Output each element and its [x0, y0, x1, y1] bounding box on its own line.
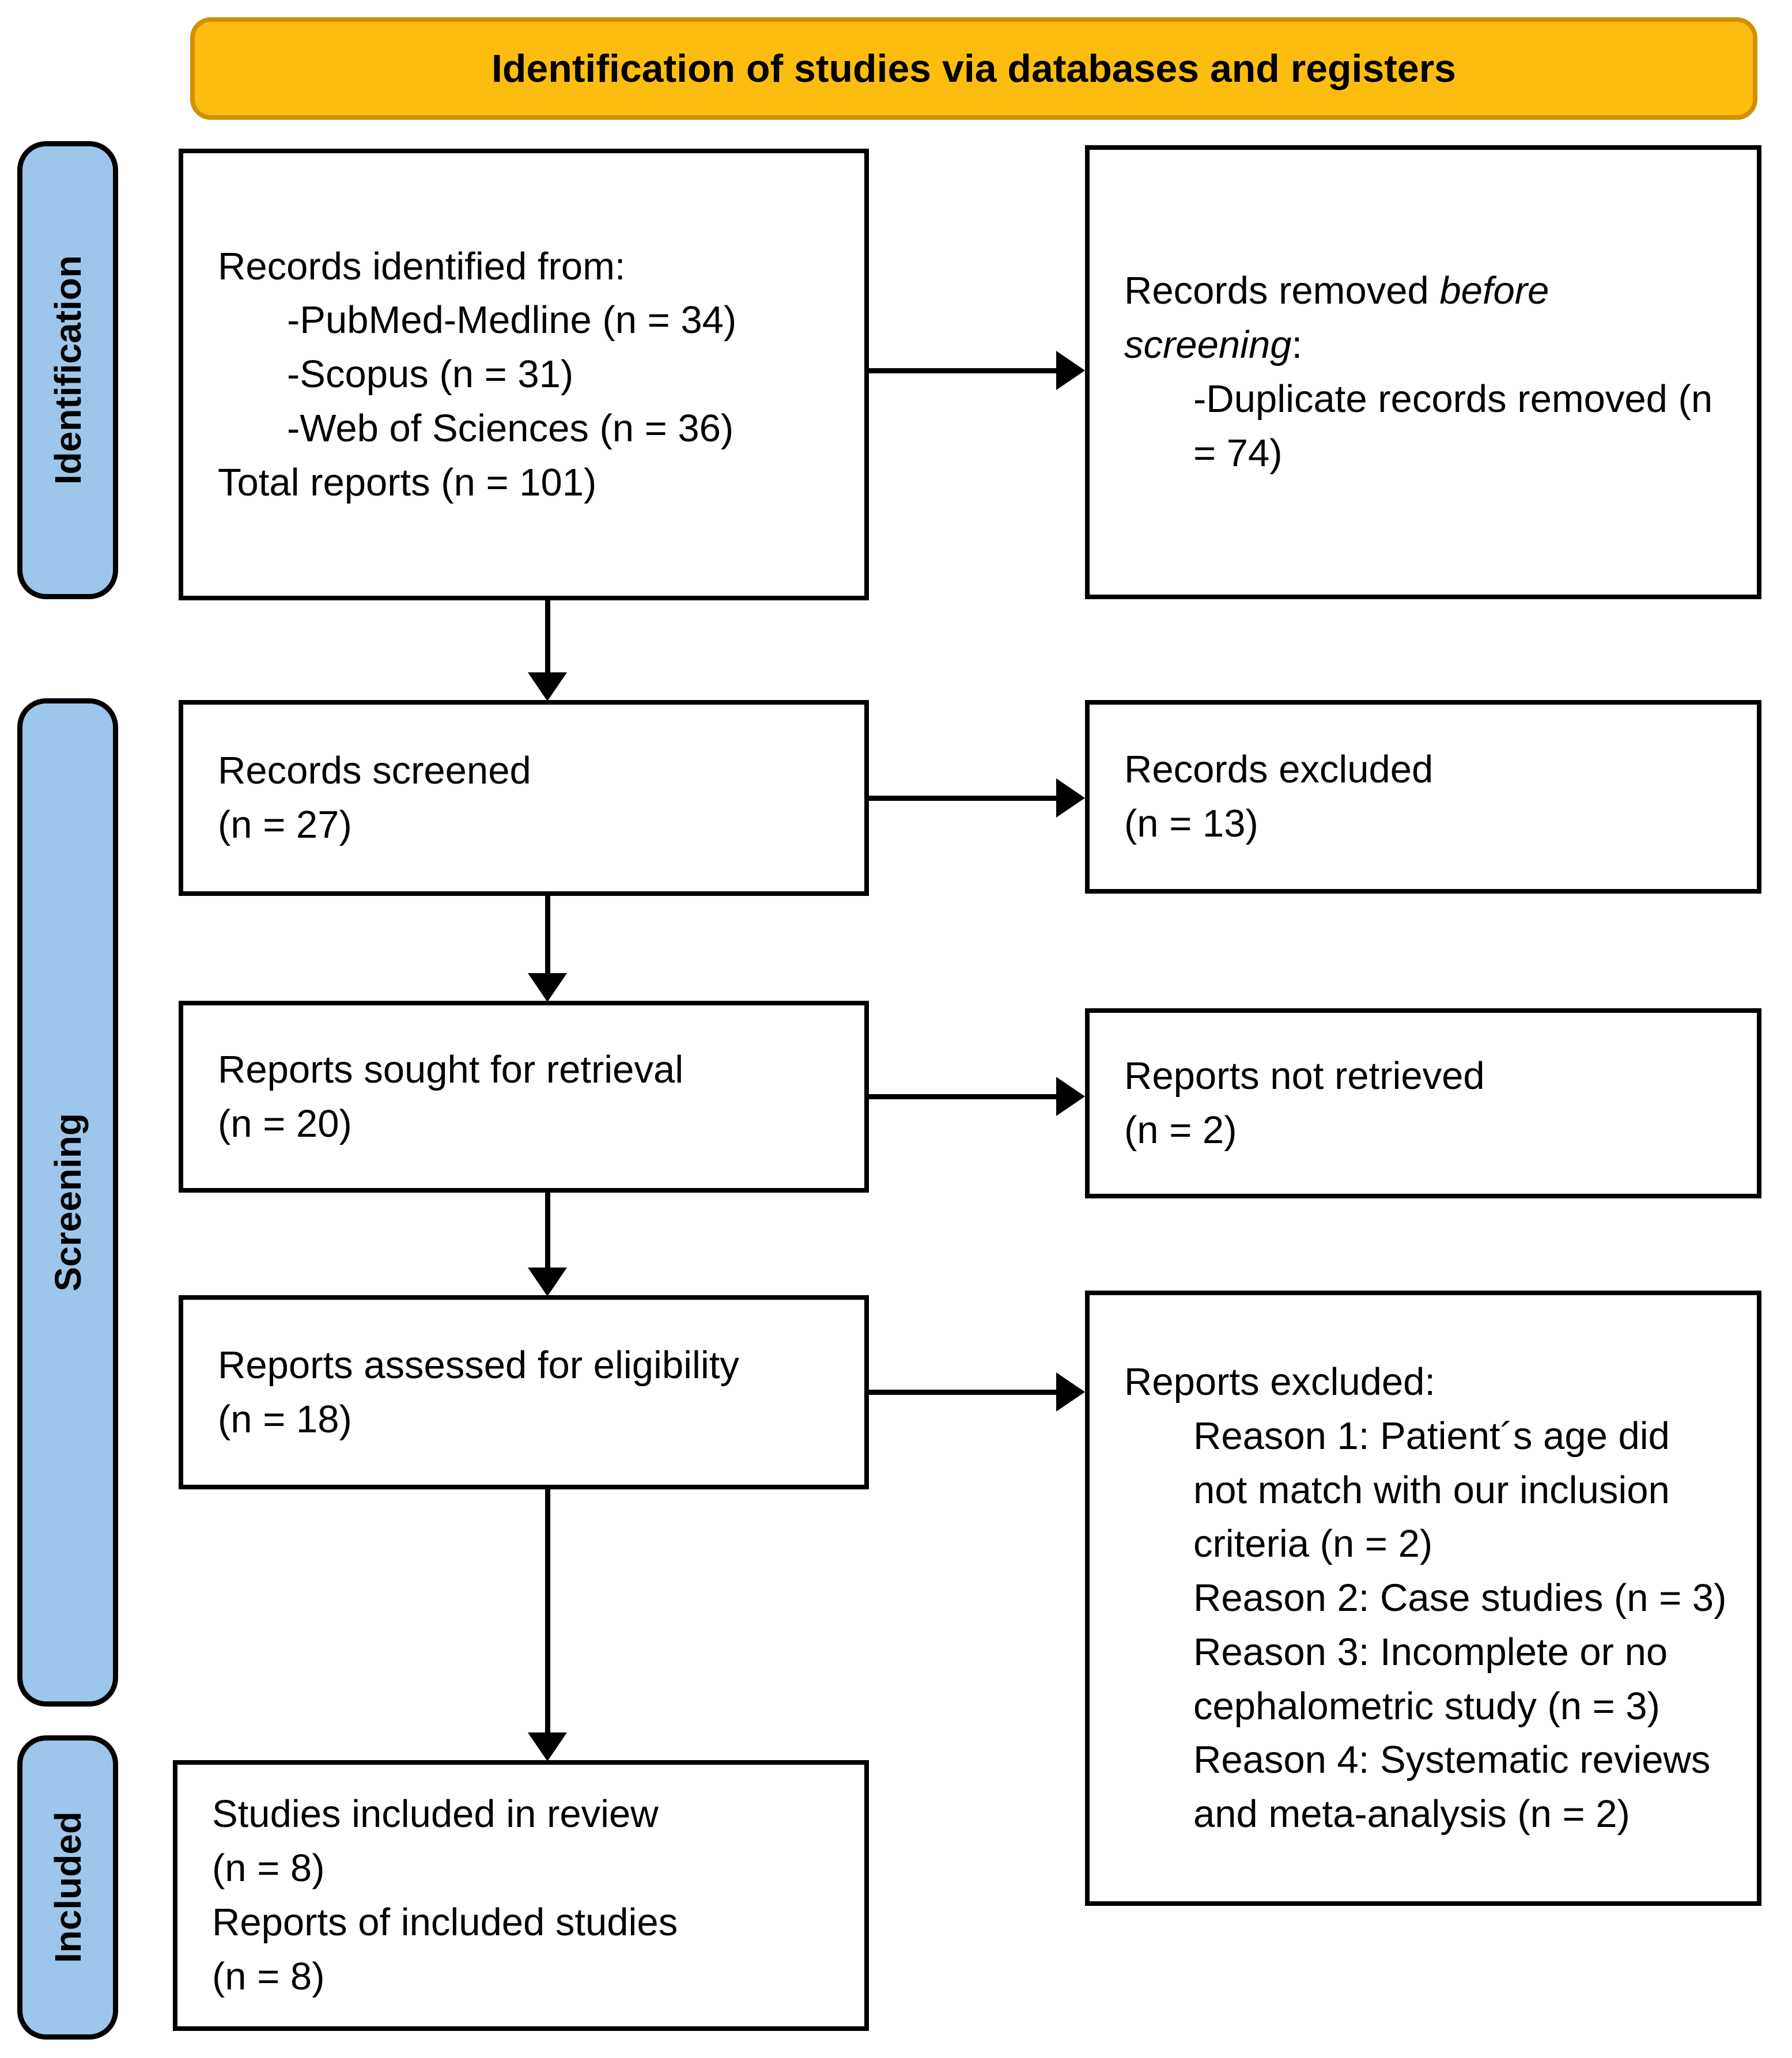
box-reports-not-retrieved: Reports not retrieved (n = 2) — [1085, 1008, 1761, 1198]
box-line: Reports of included studies — [212, 1901, 678, 1944]
box-line: (n = 8) — [212, 1954, 325, 1998]
arrow-right-icon — [1056, 1372, 1085, 1412]
arrow-right-icon — [1056, 1077, 1085, 1116]
box-line: -Scopus (n = 31) — [287, 353, 574, 396]
stage-label-text: Included — [47, 1811, 89, 1964]
box-line: (n = 13) — [1124, 802, 1258, 845]
box-line: (n = 27) — [218, 803, 352, 846]
arrow-line — [869, 1094, 1057, 1099]
banner-title: Identification of studies via databases … — [190, 17, 1757, 120]
box-line: -Duplicate records removed (n = 74) — [1193, 377, 1713, 475]
box-reports-assessed-for-eligibility: Reports assessed for eligibility (n = 18… — [179, 1295, 869, 1489]
box-line: Reason 1: Patient´s age did not match wi… — [1193, 1414, 1670, 1566]
box-line: Reports assessed for eligibility — [218, 1343, 739, 1387]
arrow-down-icon — [528, 672, 567, 701]
box-line: -Web of Sciences (n = 36) — [287, 406, 734, 450]
italic-text: before screening — [1124, 269, 1549, 367]
arrow-line — [869, 1390, 1057, 1395]
arrow-right-icon — [1056, 778, 1085, 818]
box-records-screened: Records screened (n = 27) — [179, 700, 869, 896]
arrow-line — [869, 368, 1057, 373]
box-line: (n = 20) — [218, 1102, 352, 1145]
box-line: Records identified from: — [218, 244, 626, 288]
box-line: Records screened — [218, 749, 531, 793]
box-reports-excluded-reasons: Reports excluded: Reason 1: Patient´s ag… — [1085, 1291, 1761, 1906]
box-line: (n = 8) — [212, 1847, 325, 1890]
box-line: Reason 2: Case studies (n = 3) — [1193, 1576, 1727, 1620]
box-line: Reason 4: Systematic reviews and meta-an… — [1193, 1738, 1711, 1836]
stage-label-identification: Identification — [17, 141, 118, 599]
arrow-line — [545, 896, 550, 974]
box-line: (n = 18) — [218, 1397, 352, 1441]
box-records-removed-before-screening: Records removed before screening: -Dupli… — [1085, 145, 1761, 599]
box-line: Records removed before screening: — [1124, 269, 1549, 367]
arrow-right-icon — [1056, 351, 1085, 390]
stage-label-screening: Screening — [17, 698, 118, 1707]
box-line: -PubMed-Medline (n = 34) — [287, 298, 737, 342]
arrow-down-icon — [528, 1732, 567, 1761]
arrow-line — [869, 796, 1057, 801]
box-line: Reports not retrieved — [1124, 1054, 1485, 1098]
box-line: Studies included in review — [212, 1792, 659, 1836]
box-line: (n = 2) — [1124, 1109, 1237, 1152]
box-records-identified: Records identified from: -PubMed-Medline… — [179, 149, 869, 600]
stage-label-included: Included — [17, 1735, 118, 2040]
arrow-line — [545, 1489, 550, 1734]
box-line: Reports excluded: — [1124, 1360, 1436, 1403]
box-line: Reason 3: Incomplete or no cephalometric… — [1193, 1630, 1668, 1728]
box-reports-sought-for-retrieval: Reports sought for retrieval (n = 20) — [179, 1001, 869, 1193]
box-line: Total reports (n = 101) — [218, 460, 597, 504]
stage-label-text: Identification — [47, 255, 89, 485]
banner-title-text: Identification of studies via databases … — [491, 47, 1457, 90]
arrow-line — [545, 600, 550, 674]
box-studies-included-in-review: Studies included in review (n = 8) Repor… — [173, 1760, 869, 2031]
box-line: Records excluded — [1124, 748, 1434, 792]
arrow-down-icon — [528, 1268, 567, 1296]
box-line: Reports sought for retrieval — [218, 1047, 684, 1091]
stage-label-text: Screening — [47, 1113, 89, 1292]
arrow-line — [545, 1193, 550, 1269]
arrow-down-icon — [528, 973, 567, 1002]
box-records-excluded: Records excluded (n = 13) — [1085, 700, 1761, 894]
